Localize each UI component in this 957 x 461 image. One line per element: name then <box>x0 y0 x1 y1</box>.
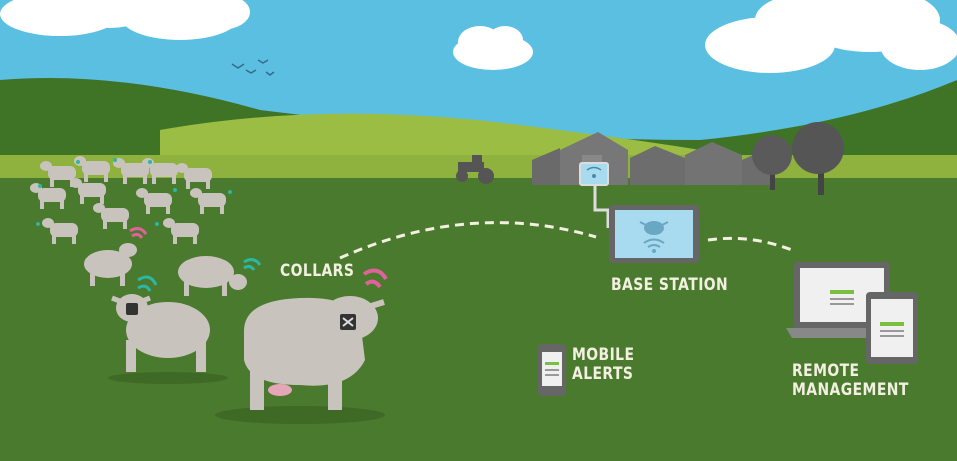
cloud <box>705 0 957 73</box>
tractor-icon <box>456 155 494 184</box>
mobile-alerts-line2: ALERTS <box>572 364 634 384</box>
base-station-monitor <box>609 205 699 263</box>
cow <box>84 243 137 286</box>
cow <box>215 296 385 424</box>
mobile-phone-icon <box>538 344 566 396</box>
wifi-signal-icon <box>129 227 148 239</box>
link-collars-to-base <box>339 221 597 260</box>
wifi-signal-icon <box>362 268 388 289</box>
wifi-signal-icon <box>137 275 158 292</box>
remote-management-label: REMOTE MANAGEMENT <box>792 361 909 400</box>
tree <box>752 122 844 195</box>
birds <box>231 59 275 76</box>
mobile-alerts-label: MOBILE ALERTS <box>572 346 638 384</box>
collars-label: COLLARS <box>280 261 355 281</box>
barn-icon <box>532 132 770 185</box>
remote-management-line1: REMOTE <box>792 361 860 381</box>
small-collar-signals <box>36 158 232 226</box>
cloud <box>115 0 250 40</box>
base-station-transmitter <box>579 162 610 228</box>
wifi-signal-icon <box>243 258 262 271</box>
link-base-to-remote <box>707 236 793 252</box>
cloud <box>453 26 533 70</box>
remote-management-line2: MANAGEMENT <box>792 380 909 400</box>
cow <box>108 294 228 384</box>
base-station-label: BASE STATION <box>611 275 729 295</box>
tablet-icon <box>866 292 918 364</box>
mobile-alerts-line1: MOBILE <box>572 345 635 365</box>
cow <box>178 256 247 296</box>
